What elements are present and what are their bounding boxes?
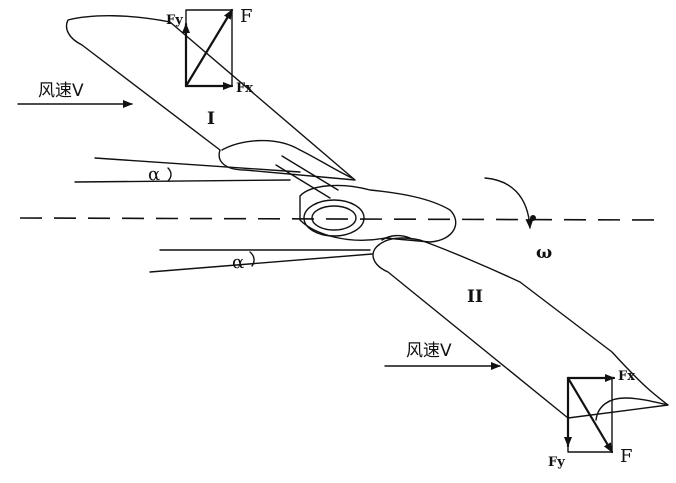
alpha-1-line-a [94,157,301,173]
wind-label-2: 风速V [406,341,452,361]
force-F-1 [184,8,234,88]
hub-ring-inner [311,205,357,231]
omega-arrow [484,177,534,229]
force-F-2 [566,376,614,454]
force-F-1-label: F [240,6,253,27]
omega-label: ω [536,243,552,263]
hub-body [299,184,457,243]
blade-1-label: I [207,109,215,129]
force-Fy-1-label: Fy [166,13,183,28]
force-Fx-2-label: Fx [618,369,635,384]
alpha-2-label: α [232,252,244,273]
blade-1-root-curve [221,139,353,179]
blade-1-outline [65,15,356,181]
alpha-1-arc [167,167,172,182]
alpha-1-label: α [148,164,160,185]
blade-2-tip-curve [595,397,669,421]
hub-ring-outer [303,199,365,237]
blade-2-root-curve [381,234,411,241]
force-Fx-1-label: Fx [236,81,253,96]
alpha-2-arc [249,251,255,267]
alpha-1-line-b [74,179,291,183]
wind-label-1: 风速V [38,81,84,101]
blade-2-outline [372,237,669,419]
rotation-axis [19,217,661,221]
axis-point [530,215,536,221]
force-F-2-label: F [620,446,633,467]
force-Fy-2-label: Fy [548,455,565,470]
blade-2-label: II [467,287,483,307]
alpha-2-line-b [149,253,373,273]
